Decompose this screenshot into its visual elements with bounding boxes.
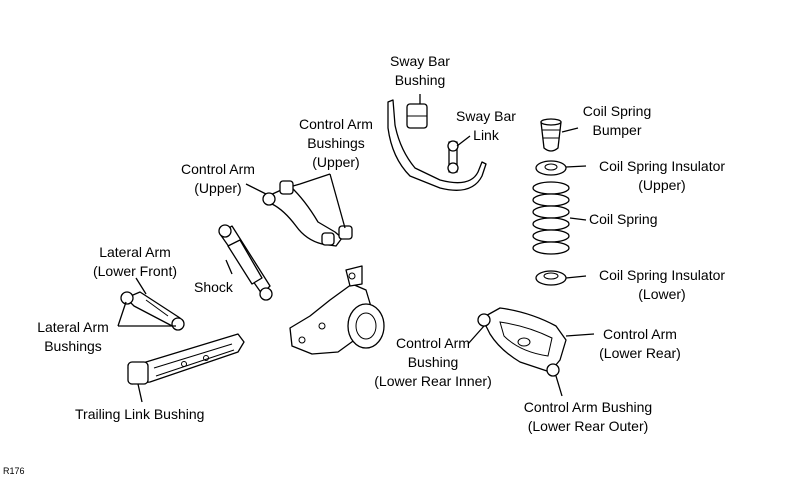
trailing-link: [127, 333, 245, 385]
sway-bar-bushing: [406, 103, 428, 129]
label-coil-spring-bumper: Coil Spring Bumper: [582, 103, 652, 138]
label-control-arm-bushing-lower-rear-outer: Control Arm Bushing (Lower Rear Outer): [523, 399, 653, 434]
coil-spring-insulator-upper: [535, 160, 567, 176]
control-arm-lower-rear: [477, 307, 567, 377]
label-coil-spring-insulator-upper: Coil Spring Insulator (Upper): [598, 158, 726, 193]
sway-bar-link: [447, 140, 459, 174]
coil-spring-insulator-lower: [535, 270, 567, 286]
coil-spring: [532, 181, 570, 255]
label-lateral-arm-bushings: Lateral Arm Bushings: [37, 319, 109, 354]
label-control-arm-lower-rear: Control Arm (Lower Rear): [599, 326, 681, 361]
label-control-arm-upper: Control Arm (Upper): [181, 161, 255, 196]
label-shock: Shock: [194, 279, 233, 295]
label-lateral-arm-lower-front: Lateral Arm (Lower Front): [92, 244, 178, 279]
label-coil-spring-insulator-lower: Coil Spring Insulator (Lower): [598, 267, 726, 302]
control-arm-bushings-upper: [279, 180, 353, 246]
label-trailing-link-bushing: Trailing Link Bushing: [75, 406, 205, 422]
figure-code: R176: [3, 466, 25, 476]
sway-bar: [387, 99, 487, 191]
label-control-arm-bushing-lower-rear-inner: Control Arm Bushing (Lower Rear Inner): [374, 335, 492, 389]
label-sway-bar-link: Sway Bar Link: [456, 108, 516, 143]
knuckle-hub: [289, 265, 385, 355]
shock: [218, 224, 273, 301]
label-sway-bar-bushing: Sway Bar Bushing: [390, 53, 450, 88]
label-control-arm-bushings-upper: Control Arm Bushings (Upper): [299, 116, 373, 170]
label-coil-spring: Coil Spring: [589, 211, 658, 227]
control-arm-upper: [262, 185, 343, 247]
lateral-arm: [120, 291, 185, 331]
coil-spring-bumper: [540, 118, 562, 152]
leader-lines: [117, 94, 595, 403]
